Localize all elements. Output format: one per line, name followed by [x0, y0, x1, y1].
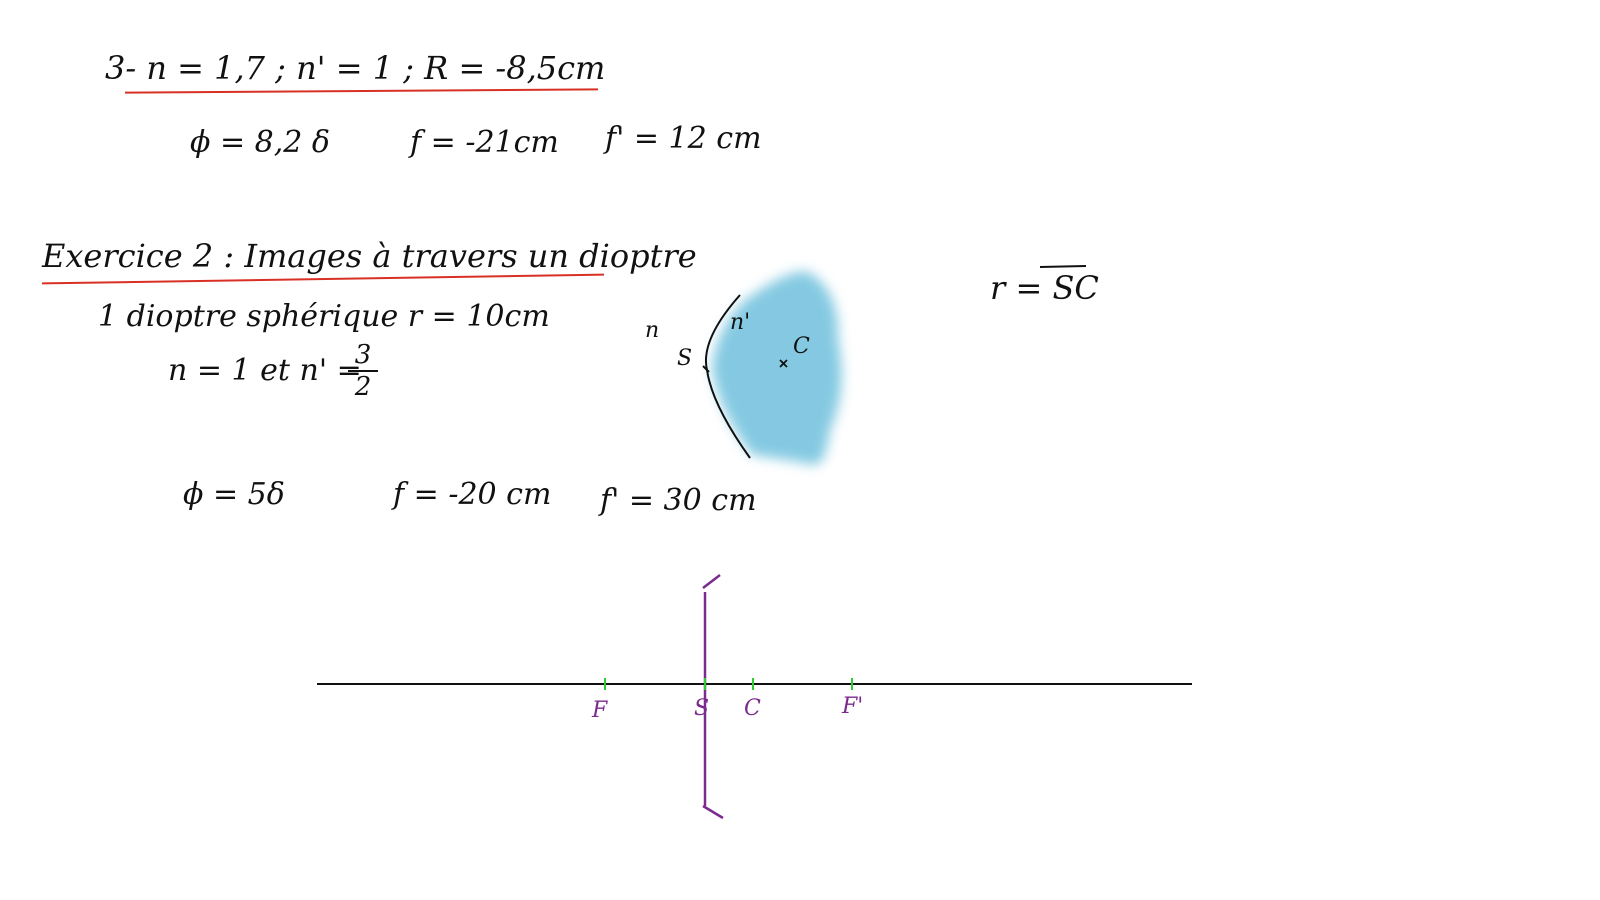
fraction-denominator: 2	[354, 372, 372, 402]
fraction-bar	[348, 370, 378, 372]
part3-phi: ϕ = 8,2 δ	[190, 125, 330, 160]
point-s-mark	[702, 365, 710, 373]
axis-label-s: S	[694, 696, 710, 721]
sketch-label-n-prime: n'	[730, 310, 751, 335]
exercise2-title: Exercice 2 : Images à travers un dioptre	[42, 237, 697, 275]
exercise2-line2: n = 1 et n' =	[168, 353, 362, 388]
axis-label-c: C	[744, 696, 761, 721]
sketch-label-n: n	[645, 318, 660, 343]
relation-r-sc: r = SC	[990, 269, 1099, 307]
axis-label-f-prime: F'	[842, 694, 864, 719]
exercise2-focal-prime: f' = 30 cm	[600, 483, 757, 518]
exercise2-fraction: 3 2	[348, 342, 378, 400]
medium-fill	[712, 271, 842, 465]
part3-focal: f = -21cm	[410, 125, 559, 160]
part3-heading: 3- n = 1,7 ; n' = 1 ; R = -8,5cm	[105, 49, 606, 87]
fraction-numerator: 3	[354, 340, 372, 370]
lens-top-arrow	[702, 574, 721, 589]
part3-focal-prime: f' = 12 cm	[605, 121, 762, 156]
exercise2-focal: f = -20 cm	[393, 477, 552, 512]
exercise2-line1: 1 dioptre sphérique r = 10cm	[98, 299, 550, 334]
point-c-mark-b	[779, 359, 788, 368]
exercise2-phi: ϕ = 5δ	[183, 477, 285, 512]
axis-label-f: F	[592, 698, 608, 723]
sketch-label-c: C	[793, 334, 810, 359]
sketch-label-s: S	[677, 346, 693, 371]
lens-bottom-arrow	[702, 804, 724, 820]
